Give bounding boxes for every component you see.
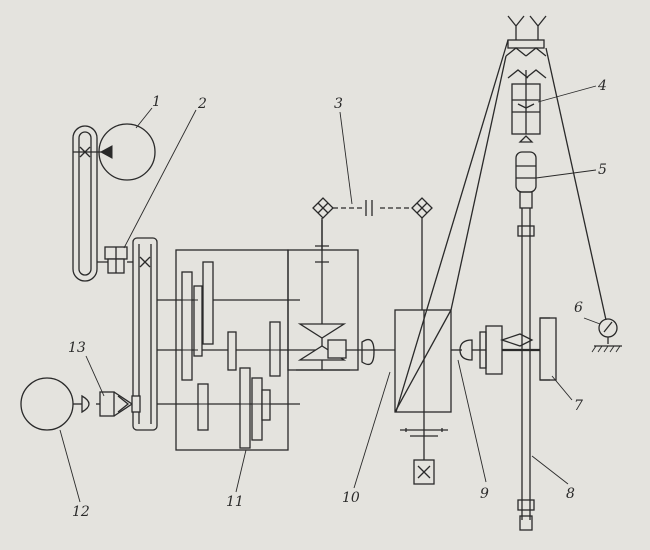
leader-lines (59, 85, 601, 503)
motor-1 (98, 123, 156, 181)
drum-brake (400, 412, 448, 485)
label-13: 13 (68, 340, 86, 356)
chain-drive-3 (312, 197, 433, 310)
drill-string-8 (517, 208, 535, 531)
label-7: 7 (574, 398, 583, 414)
label-9: 9 (480, 486, 489, 502)
crown-block (505, 15, 547, 57)
spindle-bracket (287, 220, 359, 371)
coupling-9 (451, 339, 486, 361)
drum-10 (361, 309, 452, 413)
label-8: 8 (566, 486, 575, 502)
coupling-13 (96, 391, 141, 417)
label-11: 11 (226, 494, 244, 510)
label-5: 5 (598, 162, 607, 178)
hoist-line (395, 39, 607, 413)
belt-drive-2 (127, 237, 158, 431)
label-3: 3 (334, 96, 343, 112)
label-4: 4 (597, 78, 607, 94)
traveling-block-4 (507, 69, 547, 135)
swivel-5 (515, 135, 537, 209)
clutch-2 (104, 246, 128, 274)
weight-indicator-6 (591, 318, 622, 353)
labels: 1 2 3 4 5 6 7 8 9 10 11 12 13 (68, 78, 607, 520)
label-2: 2 (197, 96, 207, 112)
label-1: 1 (152, 94, 161, 110)
label-6: 6 (574, 300, 583, 316)
vertical-belt-drive (72, 125, 114, 282)
rotor-7 (479, 317, 557, 381)
motor-12 (20, 377, 90, 431)
label-10: 10 (342, 490, 360, 506)
label-12: 12 (72, 504, 90, 520)
